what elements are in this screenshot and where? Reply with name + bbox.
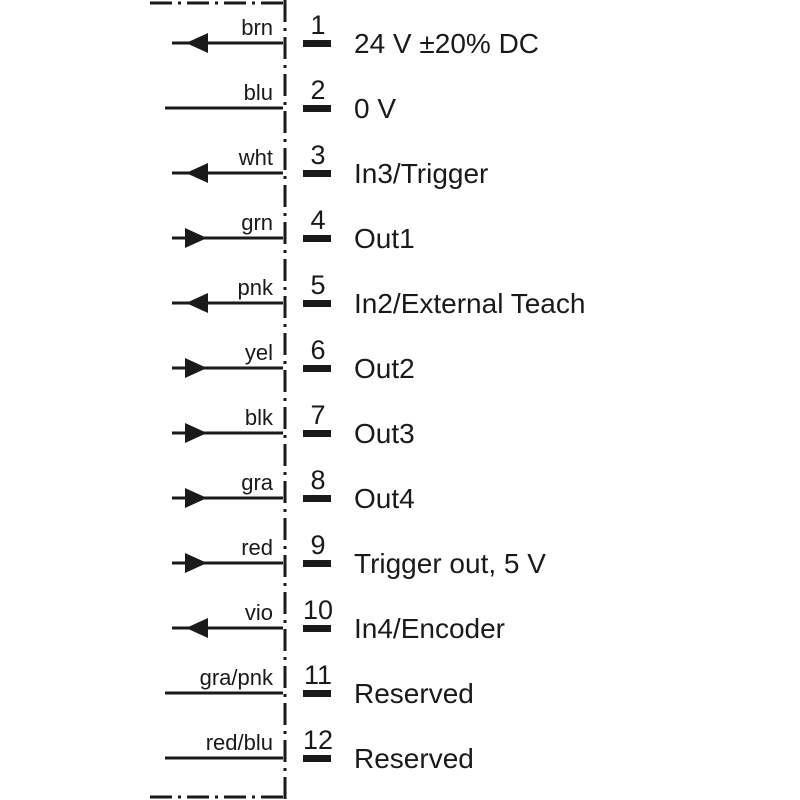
pin-contact-bar — [303, 300, 331, 307]
pin-contact-bar — [303, 105, 331, 112]
wire-color-label: red — [241, 535, 273, 560]
pin-number: 2 — [310, 75, 325, 105]
pin-contact-bar — [303, 430, 331, 437]
pin-number: 8 — [310, 465, 325, 495]
pin-contact-bar — [303, 755, 331, 762]
wire-color-label: grn — [241, 210, 273, 235]
output-arrow-icon — [185, 358, 207, 378]
pin-number: 7 — [310, 400, 325, 430]
pin-number: 10 — [303, 595, 333, 625]
pin-number: 12 — [303, 725, 333, 755]
pin-contact-bar — [303, 495, 331, 502]
pin-row-1: brn 1 24 V ±20% DC — [172, 10, 539, 59]
input-arrow-icon — [186, 293, 208, 313]
input-arrow-icon — [186, 618, 208, 638]
pin-contact-bar — [303, 690, 331, 697]
output-arrow-icon — [185, 423, 207, 443]
signal-label: 24 V ±20% DC — [354, 28, 539, 59]
signal-label: Out4 — [354, 483, 415, 514]
wire-color-label: brn — [241, 15, 273, 40]
signal-label: In2/External Teach — [354, 288, 585, 319]
pin-contact-bar — [303, 625, 331, 632]
signal-label: In4/Encoder — [354, 613, 505, 644]
wire-color-label: blu — [244, 80, 273, 105]
pin-contact-bar — [303, 40, 331, 47]
output-arrow-icon — [185, 488, 207, 508]
wire-color-label: gra — [241, 470, 274, 495]
pin-number: 6 — [310, 335, 325, 365]
pin-number: 3 — [310, 140, 325, 170]
connector-boundary — [150, 0, 287, 800]
pin-contact-bar — [303, 235, 331, 242]
pin-contact-bar — [303, 365, 331, 372]
wire-color-label: blk — [245, 405, 274, 430]
pin-row-2: blu 2 0 V — [165, 75, 396, 124]
pin-contact-bar — [303, 560, 331, 567]
pin-number: 11 — [304, 660, 332, 690]
output-arrow-icon — [185, 228, 207, 248]
wire-color-label: yel — [245, 340, 273, 365]
pin-number: 9 — [310, 530, 325, 560]
wire-color-label: vio — [245, 600, 273, 625]
signal-label: Out2 — [354, 353, 415, 384]
wire-color-label: gra/pnk — [200, 665, 274, 690]
signal-label: In3/Trigger — [354, 158, 488, 189]
pin-number: 5 — [310, 270, 325, 300]
signal-label: Reserved — [354, 678, 474, 709]
pin-number: 4 — [310, 205, 325, 235]
wire-color-label: pnk — [238, 275, 274, 300]
signal-label: Reserved — [354, 743, 474, 774]
signal-label: Trigger out, 5 V — [354, 548, 546, 579]
output-arrow-icon — [185, 553, 207, 573]
pin-number: 1 — [310, 10, 325, 40]
wire-color-label: red/blu — [206, 730, 273, 755]
signal-label: Out1 — [354, 223, 415, 254]
signal-label: Out3 — [354, 418, 415, 449]
wire-color-label: wht — [238, 145, 273, 170]
signal-label: 0 V — [354, 93, 396, 124]
input-arrow-icon — [186, 33, 208, 53]
pin-contact-bar — [303, 170, 331, 177]
input-arrow-icon — [186, 163, 208, 183]
